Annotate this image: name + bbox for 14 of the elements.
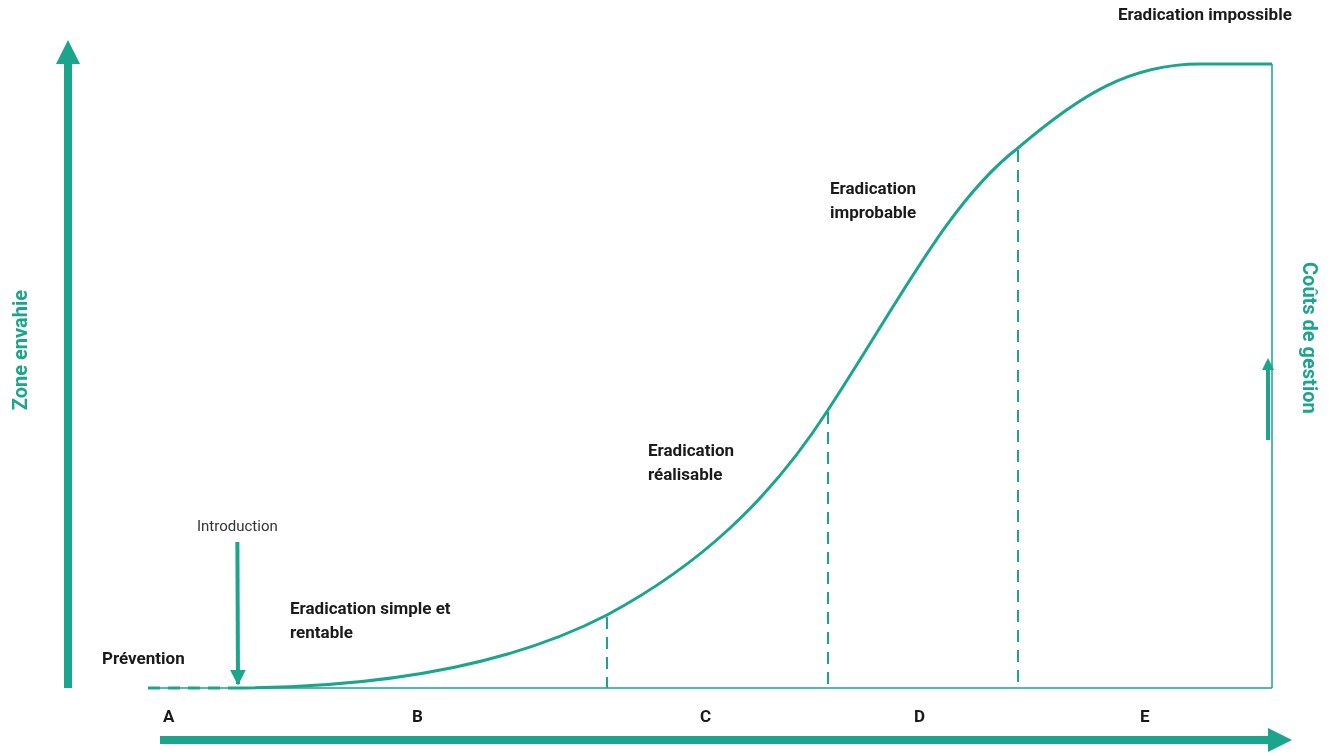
zone-letter: E (1140, 705, 1150, 728)
stage-label: Eradication impossible (1118, 3, 1292, 26)
zone-letter: B (412, 705, 423, 728)
arrow (229, 542, 246, 686)
callout-text: Introduction (197, 514, 278, 538)
stage-label: Eradication réalisable (648, 439, 735, 486)
zone-letter: A (163, 705, 175, 728)
stage-label: Eradication simple et rentable (290, 597, 452, 644)
zone-letter: D (914, 705, 926, 728)
axis-title: Zone envahie (8, 290, 32, 411)
stage-label: Prévention (102, 647, 185, 670)
axis-title: Coûts de gestion (1298, 262, 1322, 414)
zone-letter: C (700, 705, 712, 728)
stage-label: Eradication improbable (830, 177, 918, 224)
